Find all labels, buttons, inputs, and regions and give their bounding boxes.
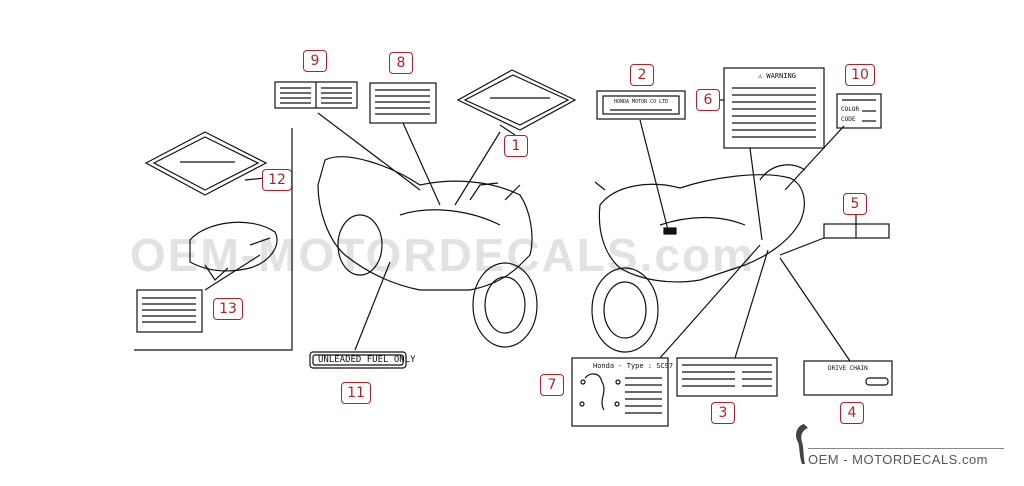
callout-12: 12 — [262, 169, 292, 191]
brand-divider — [808, 448, 1004, 449]
drive-chain-label: DRIVE CHAIN — [828, 365, 868, 372]
decal-8-drawing — [369, 82, 437, 124]
honda-motor-label: HONDA MOTOR CO LTD — [614, 99, 669, 105]
callout-7: 7 — [540, 374, 564, 396]
honda-type-label: Honda - Type : SCS7 — [593, 362, 674, 370]
brand-logo-icon — [796, 424, 808, 464]
inset-bracket — [134, 128, 293, 351]
callout-9: 9 — [303, 50, 327, 72]
decal-6-drawing — [723, 67, 825, 149]
warning-label: ⚠ WARNING — [758, 72, 796, 80]
decal-3-drawing — [676, 357, 778, 397]
decal-2-drawing — [596, 90, 686, 120]
fuel-tank-drawing — [189, 221, 278, 281]
decal-12-drawing — [144, 131, 268, 196]
callout-4: 4 — [840, 402, 864, 424]
unleaded-fuel-label: UNLEADED FUEL ONLY — [318, 355, 416, 365]
decal-10-drawing — [836, 93, 882, 129]
decal-9-drawing — [274, 81, 358, 109]
callout-8: 8 — [389, 52, 413, 74]
decal-5-drawing — [823, 223, 890, 239]
decal-11-drawing — [309, 351, 407, 369]
callout-6: 6 — [696, 89, 720, 111]
leader-lines — [204, 99, 857, 362]
callout-11: 11 — [341, 382, 371, 404]
code-label: CODE — [841, 116, 856, 123]
callout-3: 3 — [711, 402, 735, 424]
decal-1-drawing — [456, 69, 577, 131]
decal-7-drawing — [571, 357, 669, 427]
motorcycle-left-drawing — [317, 156, 538, 348]
decal-13-drawing — [136, 289, 203, 333]
callout-2: 2 — [630, 64, 654, 86]
callout-10: 10 — [845, 64, 875, 86]
callout-13: 13 — [213, 298, 243, 320]
callout-1: 1 — [504, 135, 528, 157]
color-label: COLOR — [841, 106, 860, 113]
decal-4-drawing — [803, 360, 893, 396]
motorcycle-right-drawing — [591, 164, 806, 353]
brand-text: OEM - MOTORDECALS.com — [808, 452, 989, 467]
callout-5: 5 — [843, 193, 867, 215]
